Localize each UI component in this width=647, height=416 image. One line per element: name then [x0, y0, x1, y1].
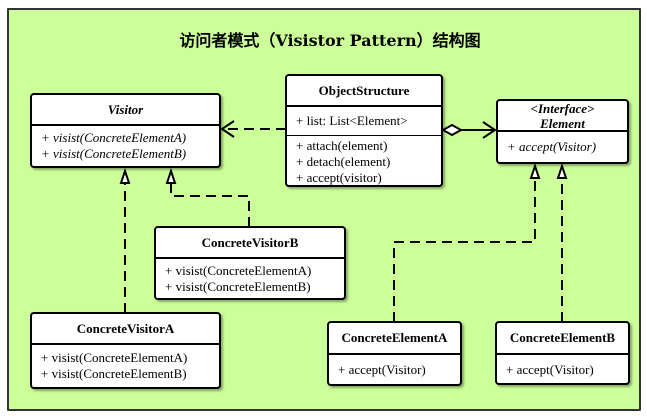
method: + visist(ConcreteElementB) [165, 279, 311, 294]
class-name: Visitor [32, 95, 219, 126]
diagram-title: 访问者模式（Visistor Pattern）结构图 [179, 31, 481, 50]
attributes-section: + list: List<Element> [287, 107, 441, 136]
methods-section: + accept(Visitor) [329, 355, 460, 378]
open-arrowhead-element [482, 121, 497, 139]
class-concrete-element-b: ConcreteElementB + accept(Visitor) [495, 321, 630, 385]
class-name: Element [540, 115, 585, 131]
method: + visist(ConcreteElementA) [41, 350, 188, 365]
method: + accept(Visitor) [507, 139, 597, 154]
methods-section: + accept(Visitor) [497, 355, 628, 378]
hollow-triangle-elementb [556, 162, 568, 179]
method: + visist(ConcreteElementA) [41, 130, 187, 145]
method: + accept(Visitor) [506, 362, 594, 377]
methods-section: + attach(element) + detach(element) + ac… [287, 136, 441, 186]
class-concrete-visitor-a: ConcreteVisitorA + visist(ConcreteElemen… [30, 312, 221, 389]
method: + visist(ConcreteElementB) [41, 366, 187, 381]
method: + accept(Visitor) [338, 362, 426, 377]
class-name-block: <Interface> Element [498, 101, 627, 132]
method: + visist(ConcreteElementB) [41, 146, 187, 161]
class-name: ConcreteVisitorB [156, 228, 344, 259]
class-element: <Interface> Element + accept(Visitor) [496, 99, 629, 164]
class-concrete-element-a: ConcreteElementA + accept(Visitor) [327, 321, 462, 386]
methods-section: + visist(ConcreteElementA) + visist(Conc… [156, 259, 344, 295]
class-name: ConcreteElementA [329, 323, 460, 355]
hollow-triangle-visitorb [165, 167, 177, 184]
methods-section: + visist(ConcreteElementA) + visist(Conc… [32, 126, 219, 162]
class-name: ObjectStructure [287, 76, 441, 107]
class-object-structure: ObjectStructure + list: List<Element> + … [285, 74, 443, 187]
hollow-triangle-elementa [529, 162, 541, 179]
method: + visist(ConcreteElementA) [165, 263, 312, 278]
attribute: + list: List<Element> [296, 113, 408, 128]
method: + attach(element) [296, 138, 388, 153]
method: + detach(element) [296, 154, 391, 169]
method: + accept(visitor) [296, 170, 382, 185]
class-name: ConcreteVisitorA [32, 314, 219, 345]
methods-section: + visist(ConcreteElementA) + visist(Conc… [32, 345, 219, 382]
stereotype: <Interface> [530, 100, 595, 116]
methods-section: + accept(Visitor) [498, 132, 627, 155]
realization-line-elementa-element [393, 178, 536, 322]
hollow-triangle-visitora [119, 167, 131, 184]
class-name: ConcreteElementB [497, 323, 628, 355]
open-arrowhead-visitor [220, 120, 235, 138]
class-visitor: Visitor + visist(ConcreteElementA) + vis… [30, 93, 221, 168]
aggregation-diamond [440, 123, 464, 137]
class-concrete-visitor-b: ConcreteVisitorB + visist(ConcreteElemen… [154, 226, 346, 300]
realization-line-visitorb-visitor [170, 183, 250, 227]
